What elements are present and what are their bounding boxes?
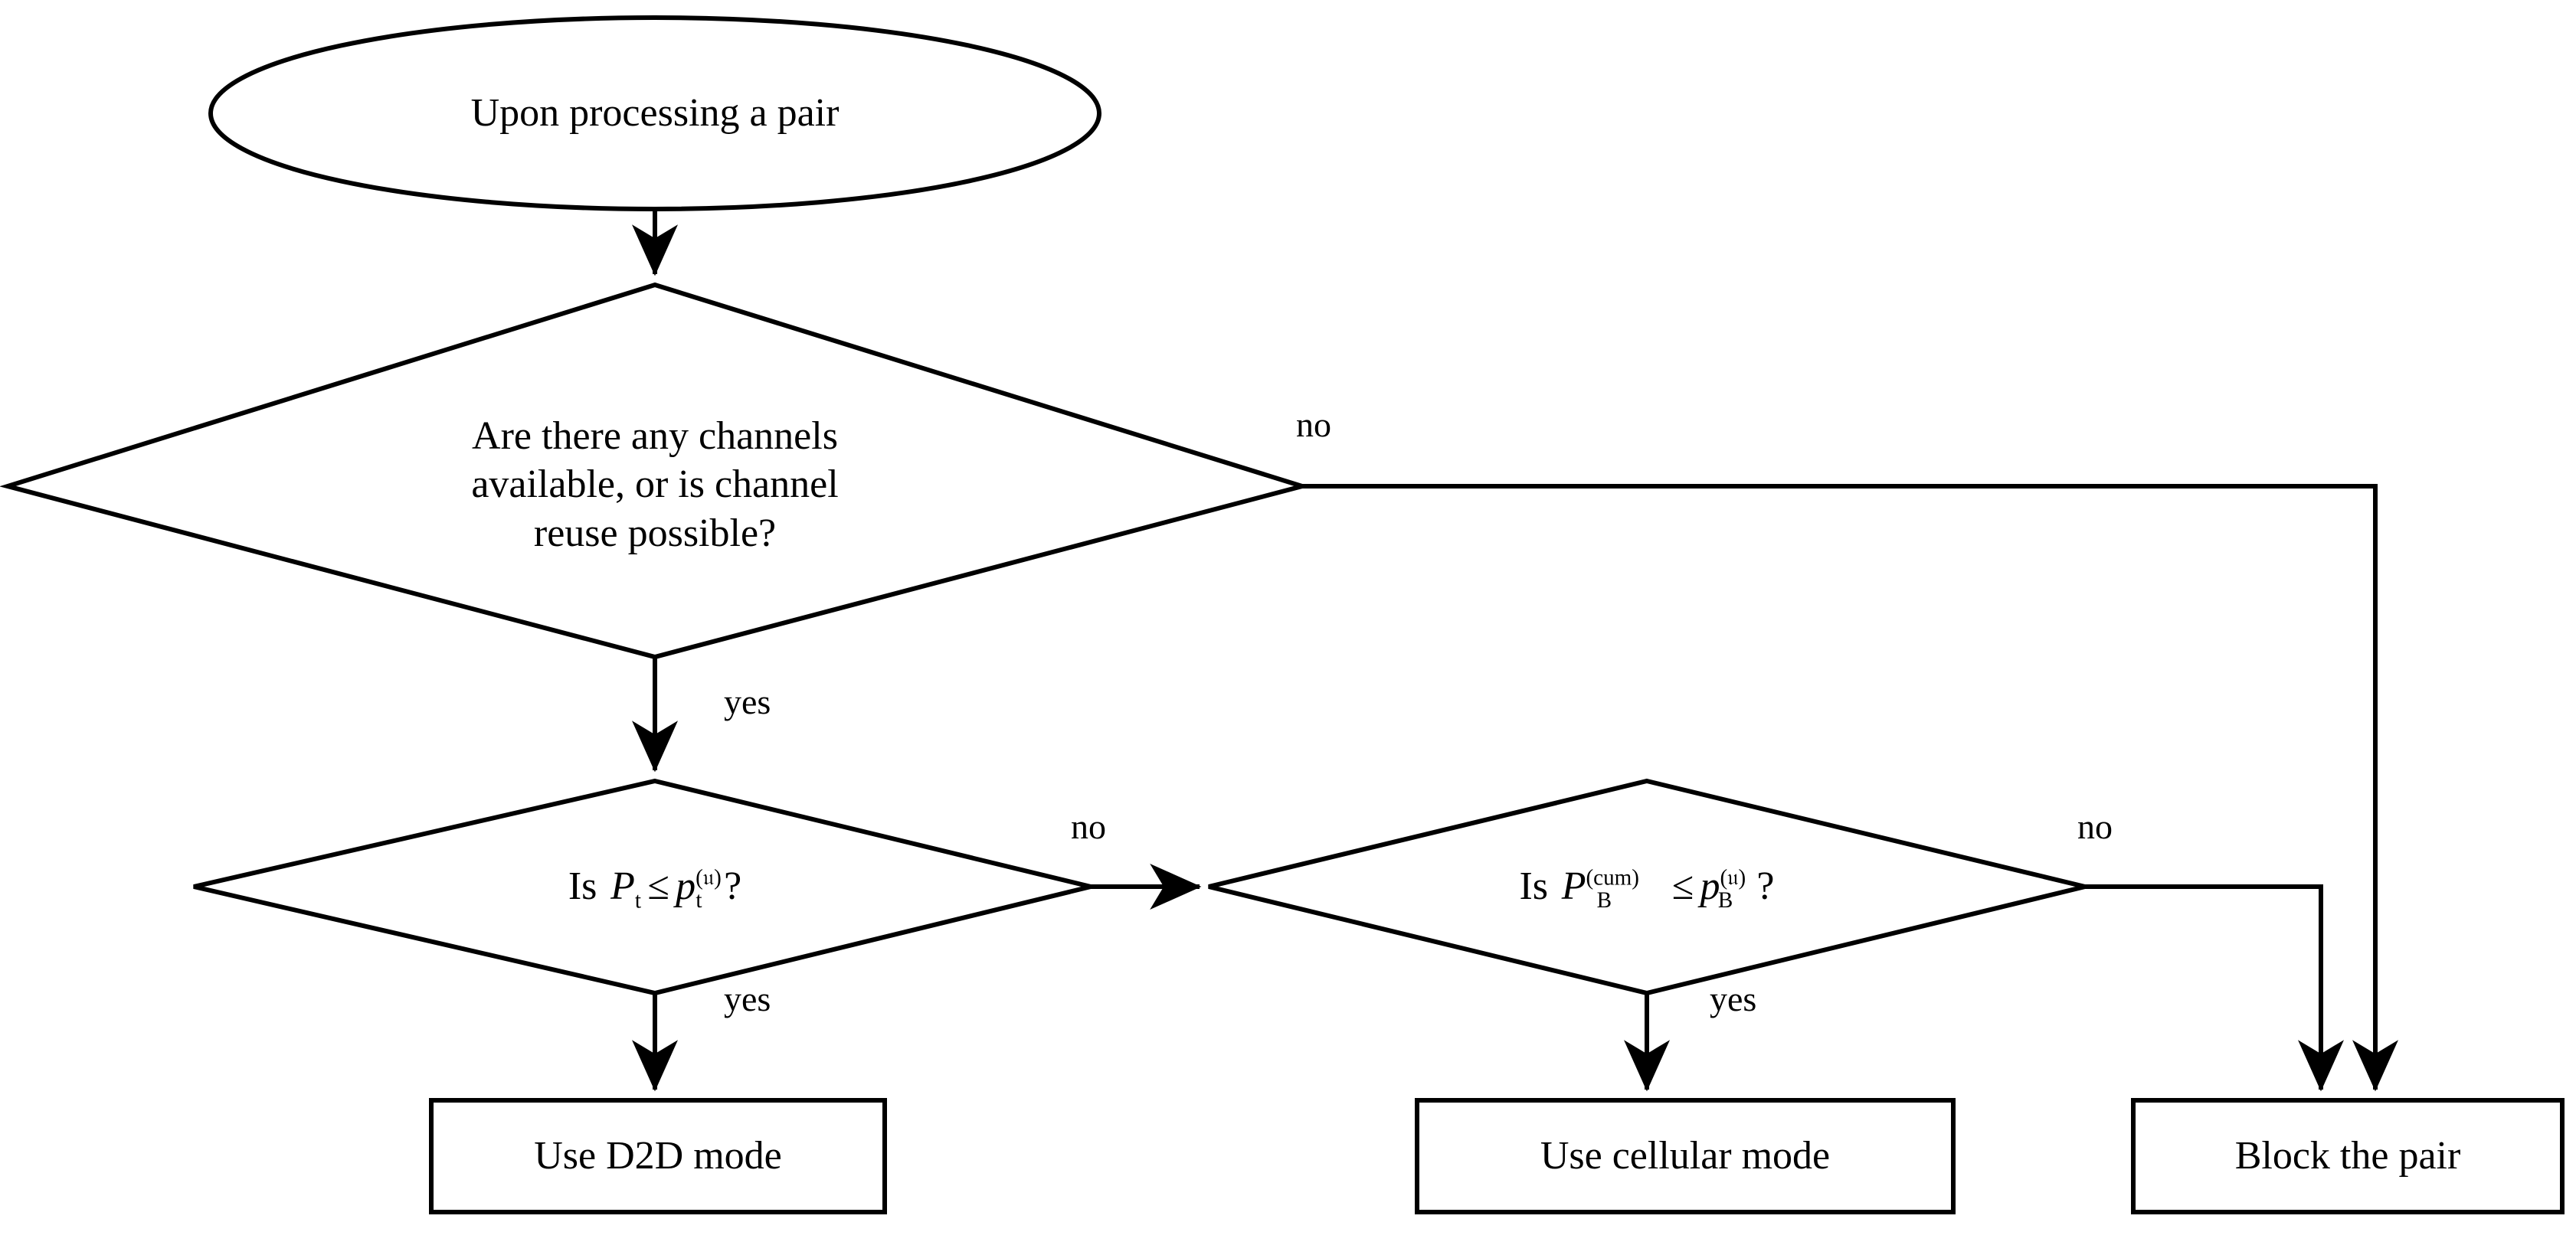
edge-label-power-yes: yes — [724, 979, 771, 1018]
edge-label-power-no: no — [1071, 807, 1106, 846]
edge-blocking-no — [2085, 884, 2344, 1092]
edge-label-blocking-yes: yes — [1710, 979, 1757, 1018]
edge-channels-no — [1302, 484, 2398, 1092]
decision-power-shape — [193, 778, 1092, 996]
start-terminal-shape — [208, 15, 1101, 211]
process-d2d-shape — [429, 1098, 887, 1214]
edge-label-channels-no: no — [1296, 405, 1331, 444]
edge-label-channels-yes: yes — [724, 682, 771, 721]
process-block-shape — [2131, 1098, 2565, 1214]
decision-blocking-shape — [1208, 778, 2086, 996]
decision-channels-shape — [0, 282, 1311, 660]
edge-label-blocking-no: no — [2077, 807, 2113, 846]
process-cellular-shape — [1415, 1098, 1956, 1214]
